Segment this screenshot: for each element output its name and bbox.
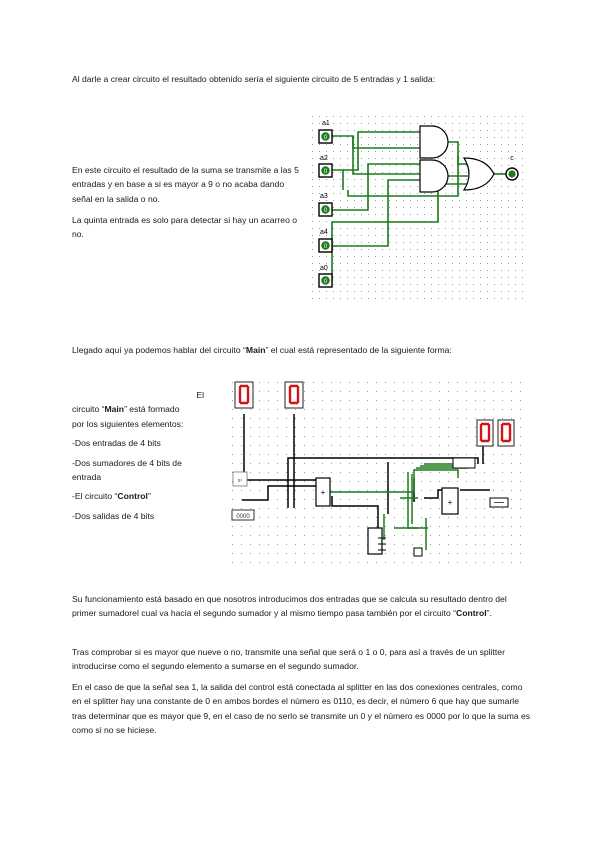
and-gate-1 [419, 125, 449, 159]
input-b-4bit[interactable]: 0000 [231, 509, 255, 521]
main-desc-control-bold: Control [117, 491, 148, 502]
constant-block [413, 547, 423, 557]
input-value: 0 [324, 279, 328, 285]
output-register [489, 497, 509, 508]
main-desc-control-post: ” [147, 491, 151, 502]
main-desc-circuito-pre: circuito “ [72, 404, 105, 415]
grid-dots [312, 116, 523, 299]
input-value: 0 [324, 208, 328, 214]
input-pin-a2[interactable]: 0 a2 [318, 155, 333, 178]
main-desc-line1: circuito “Main” está formado [72, 402, 212, 416]
main-intro-bold: Main [245, 345, 266, 355]
svg-text:x¹: x¹ [238, 478, 243, 484]
functioning-paragraph: Su funcionamiento está basado en que nos… [72, 592, 532, 621]
input-value: 0 [324, 169, 328, 175]
input-value: 0 [324, 135, 328, 141]
input-label: a2 [320, 155, 328, 162]
and-gate-2 [419, 159, 449, 193]
svg-text:+: + [321, 488, 326, 497]
main-desc-circuito-post: ” está formado [124, 404, 180, 415]
main-intro-pre: Llegado aquí ya podemos hablar del circu… [72, 345, 246, 355]
splitter-paragraph: En el caso de que la señal sea 1, la sal… [72, 682, 531, 736]
control-circuit [367, 527, 386, 555]
intro-text: Al darle a crear circuito el resultado o… [72, 74, 436, 84]
circuit-description: En este circuito el resultado de la suma… [72, 165, 299, 204]
hex-display-left-1 [234, 381, 254, 409]
main-desc-line2: por los siguientes elementos: [72, 418, 184, 429]
adder-1: + [315, 477, 331, 507]
input-label: a0 [320, 265, 328, 272]
comparison-paragraph: Tras comprobar si es mayor que nueve o n… [72, 647, 505, 672]
svg-text:0000: 0000 [236, 514, 250, 520]
input-value: 0 [324, 244, 328, 250]
carry-description: La quinta entrada es solo para detectar … [72, 215, 298, 240]
functioning-pre: Su funcionamiento está basado en que nos… [72, 594, 507, 619]
splitter [452, 457, 476, 469]
main-desc-control-pre: -El circuito “ [72, 491, 118, 502]
main-intro-text: Llegado aquí ya podemos hablar del circu… [72, 343, 552, 357]
main-desc-el: El [196, 390, 204, 400]
output-label: c [510, 155, 514, 162]
svg-text:+: + [448, 498, 453, 507]
wires [331, 131, 506, 281]
adder-2: + [441, 487, 459, 515]
input-a-4bit[interactable]: x¹ [232, 471, 248, 487]
input-label: a4 [320, 229, 328, 236]
input-pin-a3[interactable]: 0 a3 [318, 193, 333, 217]
hex-display-right-1 [476, 419, 494, 447]
functioning-post: ”. [486, 608, 492, 619]
input-pin-a0[interactable]: 0 a0 [318, 265, 333, 288]
green-wires [328, 463, 468, 550]
input-label: a3 [320, 193, 328, 200]
main-desc-item-inputs: -Dos entradas de 4 bits [72, 438, 161, 449]
main-intro-post: ” el cual está representado de la siguie… [265, 345, 452, 355]
black-wires [242, 414, 490, 536]
functioning-bold: Control [456, 608, 487, 619]
main-desc-item-control: -El circuito “Control” [72, 489, 212, 503]
hex-display-left-2 [284, 381, 304, 409]
main-desc-main-bold: Main [104, 404, 125, 415]
input-pin-a4[interactable]: 0 a4 [318, 229, 333, 253]
or-gate [462, 157, 495, 191]
input-pin-a1[interactable]: 0 a1 [318, 120, 333, 144]
input-label: a1 [322, 120, 330, 127]
main-desc-item-outputs: -Dos salidas de 4 bits [72, 510, 155, 521]
output-led [508, 170, 516, 178]
main-circuit-diagram: x¹ 0000 + + [231, 381, 521, 563]
comparator-circuit-diagram: c 0 a1 0 a2 0 a3 0 a4 0 a0 [312, 116, 523, 299]
main-description: El circuito “Main” está formado por los … [72, 388, 212, 523]
hex-display-right-2 [497, 419, 515, 447]
main-desc-item-adders: -Dos sumadores de 4 bits de entrada [72, 457, 182, 483]
